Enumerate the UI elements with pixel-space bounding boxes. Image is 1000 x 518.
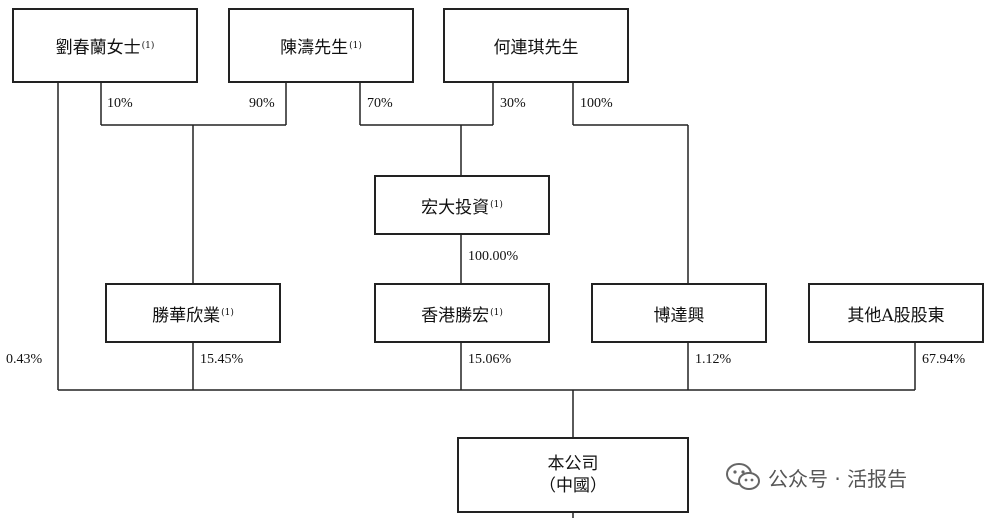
pct-he-bodaxing: 100% <box>580 96 613 111</box>
hongda-name: 宏大投資 <box>421 197 490 218</box>
pct-shenghua-company: 15.45% <box>200 352 244 367</box>
pct-hongda-hkshenghong: 100.00% <box>468 249 519 264</box>
hongda-box: 宏大投資(1) <box>374 175 550 235</box>
owner-liu-note: (1) <box>141 40 155 51</box>
shenghua-box: 勝華欣業(1) <box>105 283 281 343</box>
company-name: 本公司 <box>547 454 599 474</box>
owner-chen-name: 陳濤先生 <box>280 38 349 58</box>
owner-he-name: 何連琪先生 <box>493 38 579 58</box>
pct-chen-hongda: 70% <box>367 96 393 111</box>
pct-others-company: 67.94% <box>922 352 966 367</box>
owner-liu-name: 劉春蘭女士 <box>55 38 141 58</box>
others-box: 其他A股股東 <box>808 283 984 343</box>
pct-chen-shenghua: 90% <box>249 96 275 111</box>
company-sub: （中國） <box>539 476 607 496</box>
pct-hkshenghong-company: 15.06% <box>468 352 512 367</box>
hkshenghong-note: (1) <box>490 308 503 318</box>
others-name: 其他A股股東 <box>847 305 945 326</box>
pct-he-hongda: 30% <box>500 96 526 111</box>
watermark-text: 公众号 · 活报告 <box>768 466 908 491</box>
bodaxing-box: 博達興 <box>591 283 767 343</box>
pct-bodaxing-company: 1.12% <box>695 352 732 367</box>
pct-liu-shenghua: 10% <box>107 96 133 111</box>
watermark: 公众号 · 活报告 <box>726 462 907 492</box>
shenghua-name: 勝華欣業 <box>152 305 221 326</box>
wechat-icon <box>726 462 760 492</box>
owner-chen-note: (1) <box>349 40 362 51</box>
company-box: 本公司 （中國） <box>457 437 689 513</box>
owner-liu-box: 劉春蘭女士(1) <box>12 8 198 83</box>
shenghua-note: (1) <box>221 308 234 318</box>
hongda-note: (1) <box>490 200 503 210</box>
pct-liu-company: 0.43% <box>6 352 43 367</box>
hkshenghong-box: 香港勝宏(1) <box>374 283 550 343</box>
hkshenghong-name: 香港勝宏 <box>421 305 490 326</box>
owner-chen-box: 陳濤先生(1) <box>228 8 414 83</box>
owner-he-box: 何連琪先生 <box>443 8 629 83</box>
bodaxing-name: 博達興 <box>653 305 705 326</box>
